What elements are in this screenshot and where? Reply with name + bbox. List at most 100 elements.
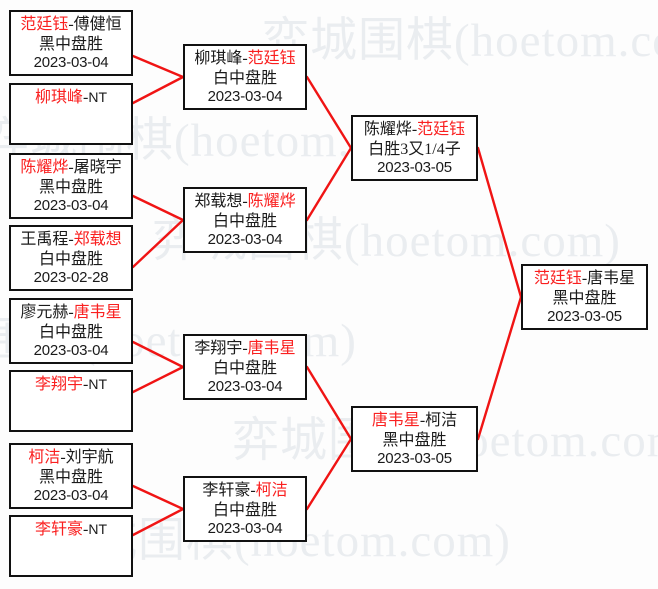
- c-r1m1-r2m1: [131, 54, 185, 79]
- c-r2m2-r3m1: [305, 146, 353, 222]
- match-players: 李翔宇-NT: [11, 372, 131, 395]
- c-r1m8-r2m4: [131, 507, 185, 537]
- match-players: 陈耀烨-屠晓宇: [11, 155, 131, 178]
- match-date: 2023-03-04: [207, 520, 283, 538]
- match-date: 2023-03-05: [377, 159, 452, 177]
- player-left: 范廷钰: [533, 270, 582, 287]
- player-left: 陈耀烨: [20, 159, 69, 176]
- player-right: 唐韦星: [247, 340, 296, 357]
- match-box-r1m8[interactable]: 李轩豪-NT: [9, 515, 133, 577]
- player-right-bye: NT: [88, 521, 107, 537]
- player-right: 柯洁: [425, 412, 458, 429]
- match-players: 范廷钰-唐韦星: [523, 266, 646, 289]
- player-left: 柳琪峰: [194, 50, 243, 67]
- player-separator: -: [242, 193, 248, 210]
- player-left: 陈耀烨: [363, 121, 412, 138]
- player-right-bye: NT: [88, 89, 107, 105]
- match-box-r1m2[interactable]: 柳琪峰-NT: [9, 83, 133, 145]
- match-players: 范廷钰-傅健恒: [11, 12, 131, 35]
- watermark-text: 弈城围棋(hoetom.com): [262, 15, 658, 67]
- match-result: 白中盘胜: [212, 69, 277, 87]
- c-r2m3-r3m2: [305, 365, 353, 441]
- match-date: 2023-03-04: [207, 378, 283, 396]
- match-result: 黑中盘胜: [38, 35, 103, 53]
- match-result: 白胜3又1/4子: [368, 140, 461, 158]
- player-right-bye: NT: [88, 376, 107, 392]
- player-separator: -: [68, 231, 74, 248]
- player-left: 李轩豪: [34, 521, 83, 538]
- match-date: 2023-03-05: [377, 450, 452, 468]
- c-r2m1-r3m1: [305, 75, 353, 150]
- match-players: 王禹程-郑载想: [11, 227, 131, 250]
- c-r3m1-r4m1: [476, 146, 523, 299]
- player-separator: -: [83, 376, 89, 393]
- player-right: 唐韦星: [73, 304, 122, 321]
- match-players: 陈耀烨-范廷钰: [353, 117, 476, 140]
- player-left: 王禹程: [20, 231, 69, 248]
- c-r2m4-r3m2: [305, 437, 353, 511]
- player-left: 柯洁: [28, 449, 61, 466]
- match-date: 2023-03-04: [33, 342, 109, 360]
- player-right: 傅健恒: [73, 16, 122, 33]
- match-players: 柳琪峰-NT: [11, 85, 131, 108]
- player-separator: -: [250, 482, 256, 499]
- match-date: 2023-03-04: [33, 54, 109, 72]
- match-result: 黑中盘胜: [382, 431, 447, 449]
- player-left: 李翔宇: [194, 340, 243, 357]
- match-players: 柯洁-刘宇航: [11, 445, 131, 468]
- match-date: 2023-03-04: [33, 487, 109, 505]
- player-separator: -: [83, 521, 89, 538]
- player-right: 柯洁: [255, 482, 288, 499]
- player-right: 屠晓宇: [73, 159, 122, 176]
- c-r1m6-r2m3: [131, 365, 185, 394]
- match-players: 郑载想-陈耀烨: [185, 189, 305, 212]
- player-left: 李翔宇: [34, 376, 83, 393]
- player-separator: -: [242, 50, 248, 67]
- player-left: 李轩豪: [202, 482, 251, 499]
- player-separator: -: [68, 304, 74, 321]
- player-left: 范廷钰: [20, 16, 69, 33]
- match-players: 李轩豪-柯洁: [185, 478, 305, 501]
- match-result: 白中盘胜: [38, 323, 103, 341]
- player-right: 郑载想: [73, 231, 122, 248]
- c-r1m3-r2m2: [131, 194, 185, 222]
- player-right: 刘宇航: [65, 449, 114, 466]
- player-separator: -: [83, 89, 89, 106]
- match-result: 黑中盘胜: [38, 178, 103, 196]
- match-box-r1m6[interactable]: 李翔宇-NT: [9, 370, 133, 432]
- match-result: 黑中盘胜: [38, 468, 103, 486]
- match-players: 唐韦星-柯洁: [353, 408, 476, 431]
- c-r1m4-r2m2: [131, 218, 185, 269]
- player-right: 范廷钰: [417, 121, 466, 138]
- player-separator: -: [68, 159, 74, 176]
- player-right: 范廷钰: [247, 50, 296, 67]
- player-separator: -: [419, 412, 426, 429]
- player-separator: -: [581, 270, 588, 287]
- match-date: 2023-03-04: [33, 197, 109, 215]
- match-result: 白中盘胜: [212, 501, 277, 519]
- match-date: 2023-03-05: [547, 308, 622, 326]
- player-left: 郑载想: [194, 193, 243, 210]
- player-left: 廖元赫: [20, 304, 69, 321]
- player-right: 陈耀烨: [247, 193, 296, 210]
- match-players: 李翔宇-唐韦星: [185, 336, 305, 359]
- c-r3m2-r4m1: [476, 295, 523, 441]
- c-r1m7-r2m4: [131, 484, 185, 511]
- match-result: 白中盘胜: [212, 212, 277, 230]
- c-r1m2-r2m1: [131, 75, 185, 105]
- c-r1m5-r2m3: [131, 340, 185, 369]
- player-separator: -: [60, 449, 66, 466]
